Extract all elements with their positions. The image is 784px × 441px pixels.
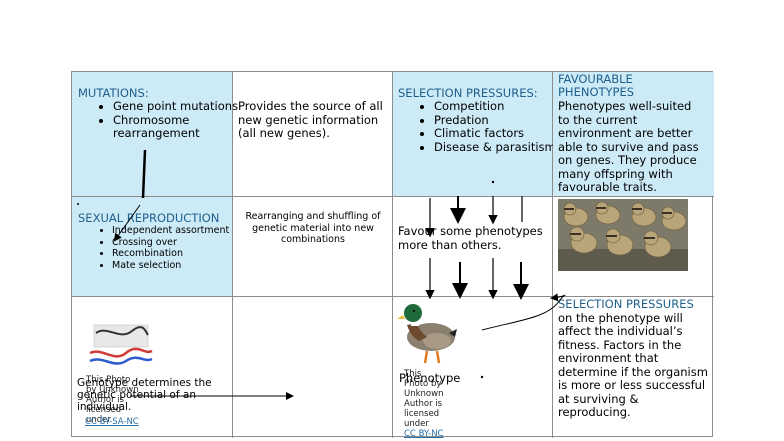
reproduction-item: Independent assortment bbox=[112, 225, 270, 237]
cell-mutation-effect: Provides the source of all new genetic i… bbox=[233, 72, 393, 197]
cell-empty bbox=[233, 297, 393, 438]
reproduction-item: Mate selection bbox=[112, 260, 270, 272]
pressure-item: Predation bbox=[434, 113, 582, 128]
concept-table: MUTATIONS: Gene point mutations Chromoso… bbox=[71, 71, 714, 439]
pressure-item: Competition bbox=[434, 99, 582, 114]
mutation-item: Gene point mutations bbox=[113, 99, 263, 114]
selection-pressures-bottom-text: SELECTION PRESSURES on the phenotype wil… bbox=[558, 298, 708, 420]
favour-text: Favour some phenotypes more than others. bbox=[398, 224, 543, 252]
cell-selection-pressures-bottom: SELECTION PRESSURES on the phenotype wil… bbox=[553, 297, 714, 438]
pressure-item: Disease & parasitism bbox=[434, 140, 582, 155]
cell-ducklings bbox=[553, 197, 714, 297]
dna-photo-credit: This Photo by Unknown Author is licensed… bbox=[86, 375, 142, 425]
mutation-effect-text: Provides the source of all new genetic i… bbox=[238, 99, 383, 140]
genotype-text: Genotype determines the genetic potentia… bbox=[77, 377, 212, 413]
selection-pressures-list: Competition Predation Climatic factors D… bbox=[399, 99, 582, 155]
favourable-heading: FAVOURABLE PHENOTYPES bbox=[558, 72, 635, 99]
reproduction-item: Recombination bbox=[112, 248, 270, 260]
rearranging-text: Rearranging and shuffling of genetic mat… bbox=[245, 211, 381, 245]
cell-genotype: This Photo by Unknown Author is licensed… bbox=[72, 297, 233, 438]
duck-credit-text: This Photo by Unknown Author is licensed… bbox=[404, 369, 444, 429]
mutations-heading: MUTATIONS: bbox=[78, 86, 149, 100]
cell-phenotype: This Photo by Unknown Author is licensed… bbox=[393, 297, 553, 439]
cell-favour: Favour some phenotypes more than others. bbox=[393, 197, 553, 297]
reproduction-item: Crossing over bbox=[112, 237, 270, 249]
dna-credit-text: This Photo by Unknown Author is licensed… bbox=[86, 375, 139, 425]
mallard-duck-photo bbox=[397, 304, 457, 364]
dna-credit-link[interactable]: CC BY-SA-NC bbox=[85, 417, 139, 427]
duck-credit-link[interactable]: CC BY-NC bbox=[404, 429, 444, 439]
chromosome-crossover-photo bbox=[89, 324, 153, 365]
sexual-reproduction-list: Independent assortment Crossing over Rec… bbox=[72, 225, 270, 271]
selection-pressures-bottom-body: on the phenotype will affect the individ… bbox=[558, 310, 708, 419]
favourable-body: Phenotypes well-suited to the current en… bbox=[558, 99, 699, 194]
phenotype-label: Phenotype bbox=[399, 371, 461, 385]
selection-pressures-bottom-heading: SELECTION PRESSURES bbox=[558, 297, 694, 311]
cell-rearranging: Rearranging and shuffling of genetic mat… bbox=[233, 197, 393, 297]
duck-photo-credit: This Photo by Unknown Author is licensed… bbox=[404, 369, 446, 439]
mutations-list: Gene point mutations Chromosome rearrang… bbox=[78, 99, 263, 141]
pressure-item: Climatic factors bbox=[434, 126, 582, 141]
dna-credit-link-wrap: CC BY-SA-NC bbox=[85, 417, 139, 427]
cell-selection-pressures-top: SELECTION PRESSURES: Competition Predati… bbox=[393, 72, 556, 197]
cell-favourable-phenotypes: FAVOURABLE PHENOTYPES Phenotypes well-su… bbox=[553, 72, 714, 197]
cell-sexual-reproduction: SEXUAL REPRODUCTION Independent assortme… bbox=[72, 197, 233, 297]
selection-pressures-heading: SELECTION PRESSURES: bbox=[398, 86, 538, 100]
cell-mutations: MUTATIONS: Gene point mutations Chromoso… bbox=[72, 72, 238, 197]
ducklings-photo bbox=[558, 199, 688, 271]
mutation-item: Chromosome rearrangement bbox=[113, 113, 263, 141]
sexual-reproduction-heading: SEXUAL REPRODUCTION bbox=[78, 211, 220, 225]
